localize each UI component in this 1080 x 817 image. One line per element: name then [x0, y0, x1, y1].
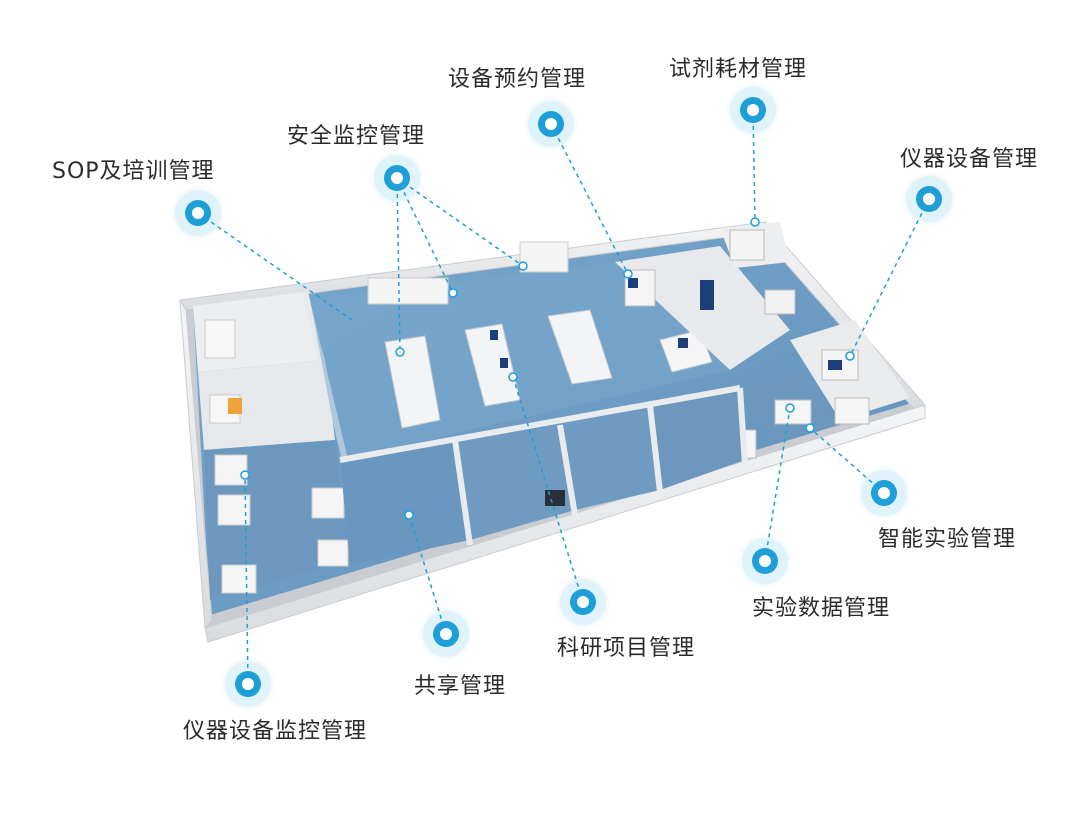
instrument-node-icon[interactable] [906, 176, 952, 222]
label-reagent[interactable]: 试剂耗材管理 [669, 57, 808, 82]
leader-safety-b [396, 177, 524, 267]
central-lab [310, 241, 730, 460]
sop-node-icon[interactable] [175, 190, 221, 236]
leader-reagent [752, 109, 756, 223]
label-sop[interactable]: SOP及培训管理 [52, 159, 215, 184]
leader-safety-c [396, 177, 401, 353]
leader-smart-lab [809, 427, 885, 494]
leader-instrument [849, 198, 930, 357]
label-smart-lab[interactable]: 智能实验管理 [878, 527, 1017, 552]
label-data[interactable]: 实验数据管理 [752, 596, 891, 621]
monitor-node-icon[interactable] [225, 661, 271, 707]
leader-safety-a [396, 177, 454, 294]
label-booking[interactable]: 设备预约管理 [448, 67, 587, 92]
reagent-node-icon[interactable] [730, 87, 776, 133]
data-node-icon[interactable] [742, 538, 788, 584]
anchor-points [240, 217, 855, 520]
leader-monitor [244, 474, 249, 685]
label-research[interactable]: 科研项目管理 [557, 636, 696, 661]
label-sharing[interactable]: 共享管理 [414, 674, 507, 699]
smart-lab-node-icon[interactable] [861, 470, 907, 516]
bottom-rooms [339, 385, 748, 565]
label-safety[interactable]: 安全监控管理 [287, 124, 426, 149]
label-instrument[interactable]: 仪器设备管理 [900, 147, 1039, 172]
leader-lines [197, 109, 930, 685]
safety-node-icon[interactable] [374, 155, 420, 201]
sharing-node-icon[interactable] [423, 611, 469, 657]
label-monitor[interactable]: 仪器设备监控管理 [183, 719, 368, 744]
research-node-icon[interactable] [560, 579, 606, 625]
leader-data [764, 407, 791, 562]
booking-node-icon[interactable] [528, 101, 574, 147]
left-rooms [193, 291, 350, 600]
